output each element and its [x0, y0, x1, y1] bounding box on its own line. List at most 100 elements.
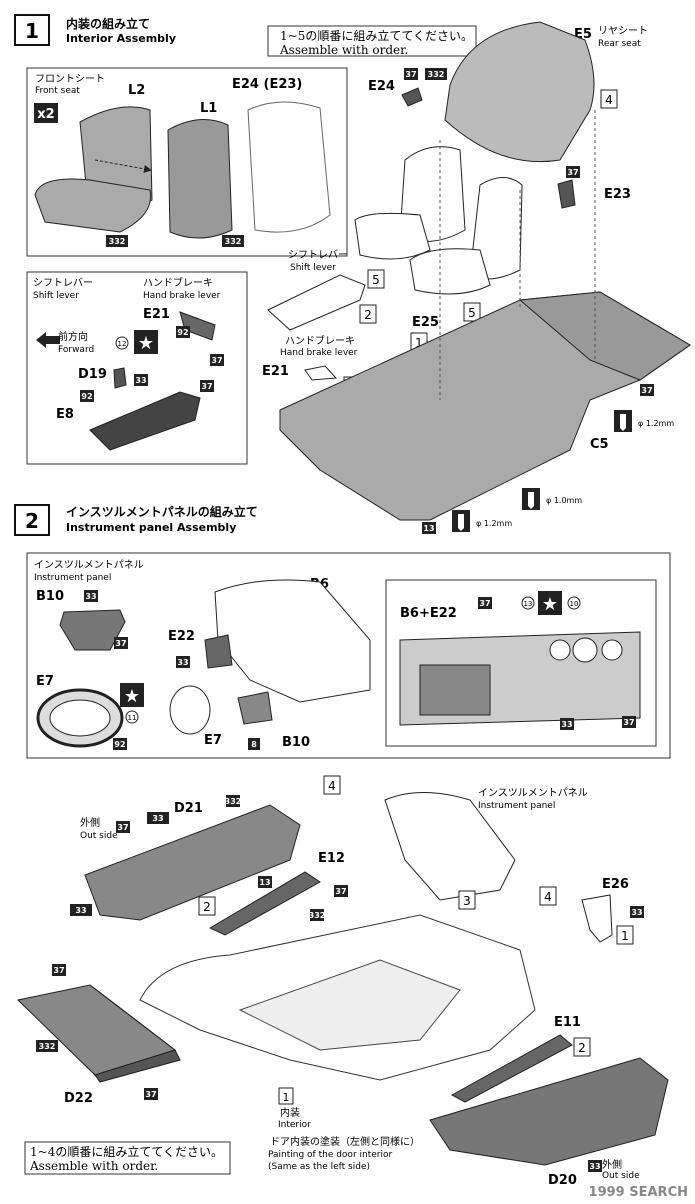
door-paint-jp: ドア内装の塗装（左側と同様に）	[270, 1135, 420, 1148]
order-step-5a	[367, 269, 385, 289]
part-e25: E25	[412, 315, 439, 330]
color-33-c-label: 33	[177, 658, 188, 667]
shift-lever-label-jp: シフトレバー	[33, 277, 93, 289]
part-e24: E24	[368, 79, 395, 94]
color-92-a	[176, 326, 190, 338]
star-badge-2	[120, 683, 144, 707]
step1-title-en: Interior Assembly	[66, 32, 176, 45]
order-step-2	[359, 304, 377, 324]
step2-title-jp: インスツルメントパネルの組み立て	[66, 504, 258, 519]
color-332-a	[106, 235, 128, 247]
rear-seat-area: E5 リヤシート Rear seat 332 E24 37 4 37 E23	[368, 21, 648, 209]
order-step-2-label: 2	[364, 308, 372, 322]
step1-header: 1 内装の組み立て Interior Assembly	[14, 14, 176, 46]
front-seat-box: フロントシート Front seat x2 L2 L1 E24 (E23) 33…	[26, 67, 348, 257]
hand-brake-label-jp: ハンドブレーキ	[143, 276, 213, 289]
color-37-l-label: 37	[145, 1090, 156, 1099]
color-8	[248, 738, 260, 750]
part-e26: E26	[602, 877, 629, 892]
color-332-a-label: 332	[109, 237, 126, 246]
part-b10-a: B10	[36, 589, 64, 604]
color-37-a	[404, 68, 418, 80]
order-step-4b	[323, 775, 341, 795]
e21-lever-drawing-2	[304, 365, 338, 381]
color-37-b	[566, 166, 580, 178]
panel-label-jp: インスツルメントパネル	[34, 559, 144, 571]
color-13-c	[258, 876, 272, 888]
fitted-seats	[354, 146, 523, 295]
front-seat-outline-drawing	[247, 101, 331, 233]
color-11-label: 11	[128, 714, 137, 722]
hand-brake-label-en: Hand brake lever	[143, 291, 221, 301]
color-33-h	[588, 1160, 602, 1172]
front-seat-l1-drawing	[167, 119, 233, 239]
order-step-5b	[463, 302, 481, 322]
door-paint-en1: Painting of the door interior	[268, 1150, 392, 1160]
step1-number: 1	[25, 19, 39, 43]
outside-label2-jp: 外側	[602, 1158, 622, 1171]
star-icon-3: ★	[542, 594, 558, 615]
e26-bracket-drawing	[581, 894, 613, 943]
order-step-3b-label: 3	[463, 894, 471, 908]
watermark-text: 1999 SEARCH	[589, 1185, 688, 1200]
color-37-e-label: 37	[641, 386, 652, 395]
interior-step-label: 1	[283, 1091, 290, 1104]
color-37-c	[210, 354, 224, 366]
color-332-c-label: 332	[428, 70, 445, 79]
color-33-e	[116, 821, 130, 833]
d19-knob-drawing	[113, 367, 127, 389]
color-33-a	[134, 374, 148, 386]
watermark: 1999 SEARCH	[589, 1185, 688, 1200]
color-37-c-label: 37	[211, 356, 222, 365]
color-33-d-label: 33	[561, 720, 572, 729]
part-e21-b: E21	[262, 364, 289, 379]
color-37-g-label: 37	[479, 599, 490, 608]
part-e23: E23	[604, 187, 631, 202]
interior-step-box	[278, 1087, 294, 1105]
e11-armrest-drawing	[450, 1034, 573, 1103]
color-92-a-label: 92	[177, 328, 188, 337]
star-badge-1	[134, 330, 158, 354]
color-37-j-label: 332	[309, 911, 326, 920]
color-332-b	[222, 235, 244, 247]
color-37-d-label: 37	[201, 382, 212, 391]
color-37-d	[200, 380, 214, 392]
step2-header: 2 インスツルメントパネルの組み立て Instrument panel Asse…	[14, 504, 258, 536]
color-37-h-label: 37	[623, 718, 634, 727]
hand-brake-label2-en: Hand brake lever	[280, 348, 358, 358]
order-step-4	[600, 89, 618, 109]
color-92-d	[113, 738, 127, 750]
step1-order-note-en: Assemble with order.	[279, 43, 408, 57]
rear-seat-label-en: Rear seat	[598, 39, 641, 49]
part-e24-e23: E24 (E23)	[232, 77, 302, 92]
panel-lower-drawing	[384, 792, 516, 901]
step2-order-note-en: Assemble with order.	[29, 1159, 158, 1173]
color-11	[125, 710, 139, 724]
front-seat-cushion-drawing	[34, 178, 152, 233]
part-e22: E22	[168, 629, 195, 644]
color-37-g	[478, 597, 492, 609]
color-332-f-label: 332	[39, 1042, 56, 1051]
order-step-3b	[458, 890, 476, 910]
color-33-c	[176, 656, 190, 668]
step1-order-note-jp: 1~5の順番に組み立ててください。	[280, 28, 473, 43]
star-icon-1: ★	[138, 333, 154, 354]
shift-lever-label2-jp: シフトレバー	[288, 249, 348, 261]
diameter-1-2b: φ 1.2mm	[476, 519, 512, 528]
step2-title-en: Instrument panel Assembly	[66, 521, 236, 534]
color-37-i-label: 332	[225, 797, 242, 806]
color-92-d-label: 92	[114, 740, 125, 749]
step1-floor-assembly: シフトレバー Shift lever 5 2 ハンドブレーキ Hand brak…	[262, 110, 691, 534]
color-33-f-label: 37	[335, 887, 346, 896]
color-33-f	[334, 885, 348, 897]
order-step-2b-label: 2	[203, 900, 211, 914]
color-37-k	[52, 964, 66, 976]
e24-part-drawing	[401, 87, 423, 107]
forward-label-jp: 前方向	[58, 330, 88, 343]
rear-seat-drawing	[444, 21, 595, 163]
part-l2: L2	[128, 83, 145, 98]
door-right-drawing	[429, 1057, 669, 1166]
color-33-a-label: 33	[135, 376, 146, 385]
color-37-k-label: 37	[53, 966, 64, 975]
step1-order-note: 1~5の順番に組み立ててください。 Assemble with order.	[267, 25, 477, 57]
